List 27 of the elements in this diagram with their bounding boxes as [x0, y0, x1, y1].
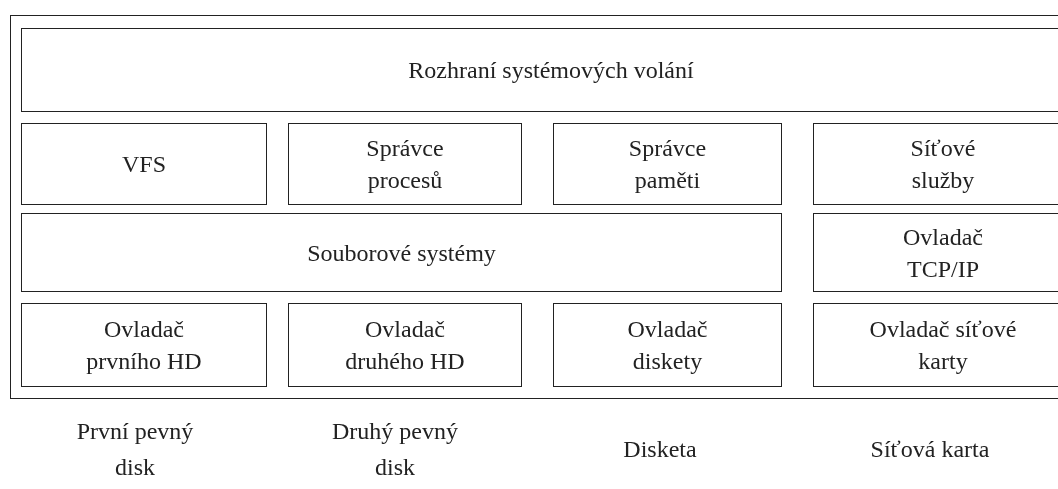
- device-label: Disketa: [622, 435, 698, 464]
- layer-box: [21, 123, 267, 205]
- layer-box: [21, 213, 782, 292]
- box-label: Ovladač druhého HD: [344, 315, 466, 376]
- box-label: Ovladač síťové karty: [868, 315, 1018, 376]
- layer-box: [21, 28, 1058, 112]
- layer-box: [813, 123, 1058, 205]
- box-label: Ovladač diskety: [626, 315, 709, 376]
- box-label: Správce paměti: [627, 134, 708, 195]
- box-label: Ovladač TCP/IP: [902, 222, 984, 284]
- outer-frame: [10, 15, 1058, 399]
- layer-box: [813, 303, 1058, 387]
- box-label: Správce procesů: [365, 134, 445, 195]
- box-label: Síťové služby: [909, 134, 977, 195]
- device-label: Druhý pevný disk: [331, 417, 459, 482]
- device-label: První pevný disk: [75, 417, 195, 482]
- device-label: Síťová karta: [870, 435, 990, 464]
- box-label: Ovladač prvního HD: [85, 315, 203, 376]
- box-label: Rozhraní systémových volání: [408, 56, 694, 85]
- box-label: Souborové systémy: [307, 238, 496, 268]
- layer-box: [553, 123, 782, 205]
- layer-box: [553, 303, 782, 387]
- layer-box: [21, 303, 267, 387]
- layer-box: [813, 213, 1058, 292]
- layer-box: [288, 303, 522, 387]
- box-label: VFS: [122, 150, 166, 179]
- layer-box: [288, 123, 522, 205]
